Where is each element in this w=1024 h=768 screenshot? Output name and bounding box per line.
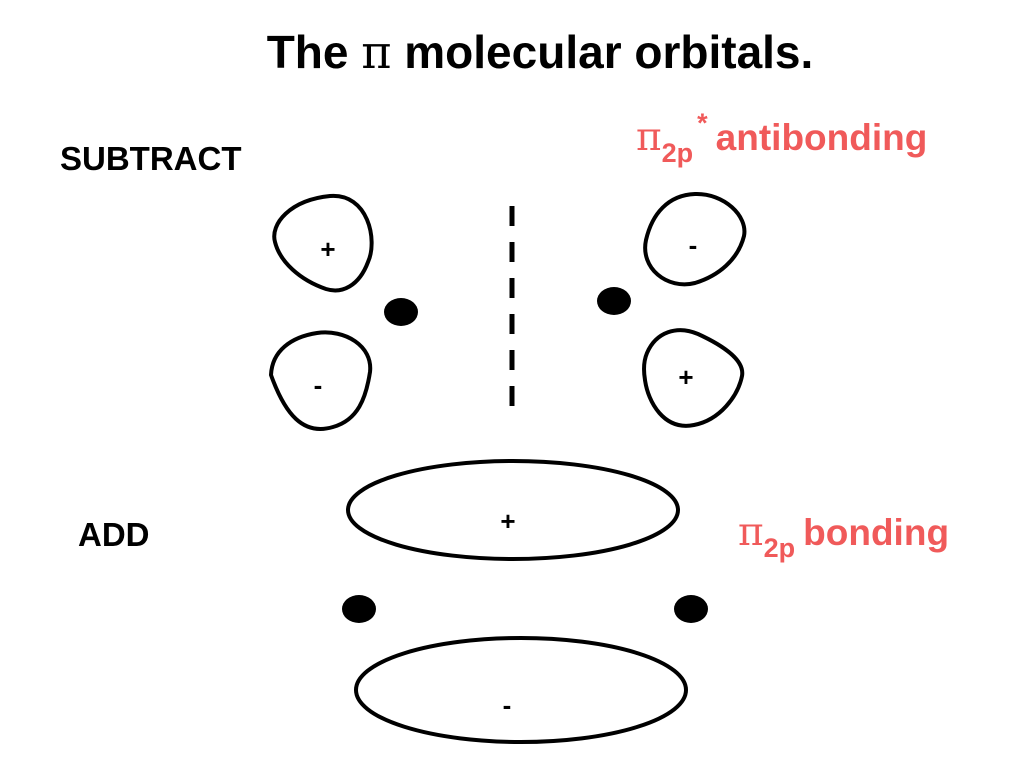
bonding-bottom-lobe [354, 636, 688, 744]
bonding-top-lobe [346, 459, 680, 561]
antibonding-right-nucleus [597, 287, 631, 315]
bonding-subscript: 2p [764, 533, 796, 563]
antibonding-superscript: * [697, 108, 708, 138]
title-prefix: The [267, 26, 362, 78]
antibonding-left-top-lobe [272, 193, 374, 293]
bonding-pi-symbol: π [738, 510, 764, 555]
antibonding-left-top-sign: + [320, 234, 335, 264]
antibonding-left-nucleus [384, 298, 418, 326]
antibonding-right-bottom-sign: + [678, 362, 693, 392]
bonding-right-nucleus [674, 595, 708, 623]
title-suffix: molecular orbitals. [392, 26, 814, 78]
antibonding-right-top-sign: - [689, 230, 698, 260]
bonding-left-nucleus [342, 595, 376, 623]
antibonding-left-bottom-lobe [269, 330, 373, 431]
antibonding-subscript: 2p [662, 138, 694, 168]
bonding-text: bonding [803, 512, 949, 553]
antibonding-pi-symbol: π [636, 115, 662, 160]
antibonding-label: π2p* antibonding [636, 108, 927, 168]
antibonding-right-bottom-lobe [641, 328, 745, 428]
title-pi-symbol: π [361, 25, 391, 79]
add-label: ADD [78, 516, 150, 553]
page-title: The π molecular orbitals. [267, 25, 814, 79]
subtract-label: SUBTRACT [60, 140, 241, 177]
antibonding-text: antibonding [716, 117, 928, 158]
bonding-bottom-sign: - [503, 690, 512, 720]
bonding-top-sign: + [500, 506, 515, 536]
antibonding-right-top-lobe [643, 191, 747, 287]
antibonding-left-bottom-sign: - [314, 370, 323, 400]
